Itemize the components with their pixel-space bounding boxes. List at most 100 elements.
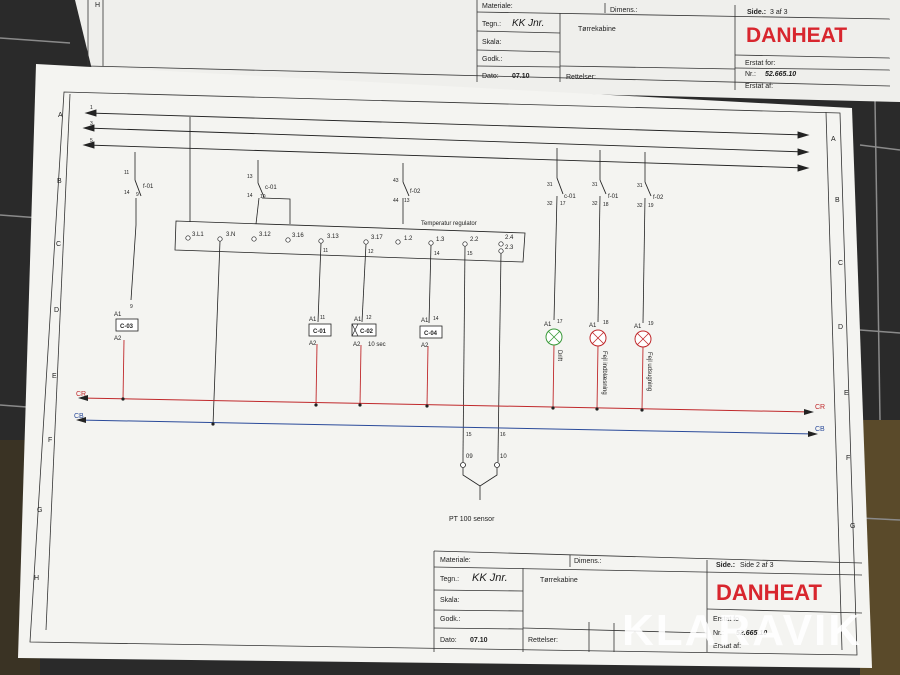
- lamp-contact-bot: 32: [637, 203, 643, 209]
- row-letters-right: A B C D E F G: [831, 136, 855, 530]
- sensor-label: PT 100 sensor: [449, 516, 495, 523]
- contact-name: c-01: [265, 185, 277, 191]
- coil-num: 9: [130, 304, 133, 310]
- feed-wires: [130, 117, 646, 324]
- row-letter-right: B: [835, 197, 840, 204]
- top-erstat-af-label: Erstat af:: [745, 83, 773, 90]
- skala-label: Skala:: [440, 597, 460, 604]
- top-dato-value: 07.10: [512, 73, 530, 80]
- row-letter-right: E: [844, 390, 849, 397]
- dato-value: 07.10: [470, 637, 488, 644]
- main-title-block: Materiale: Dimens.: Side.: Side 2 af 3 T…: [433, 550, 863, 652]
- coil-wires: [212, 240, 502, 456]
- danheat-logo: DANHEAT: [716, 580, 822, 605]
- wire-mesh: [0, 37, 900, 521]
- contact-pin: 9: [136, 192, 139, 198]
- rail-cb-left-label: CB: [74, 413, 84, 420]
- dato-label: Dato:: [440, 637, 457, 644]
- rail-junctions: [121, 397, 644, 426]
- terminal-wire-num: 11: [323, 248, 328, 254]
- rail-cr: CR CR: [76, 391, 825, 415]
- coil-name: C-01: [313, 329, 327, 335]
- terminal-label: 2.2: [470, 237, 479, 243]
- coil-c03: A1 9 C-03 A2: [114, 304, 139, 342]
- row-letter-right: D: [838, 324, 843, 331]
- top-dato-label: Dato:: [482, 73, 499, 80]
- lamp-contact-name: f-01: [608, 194, 619, 200]
- main-sheet: [18, 64, 872, 668]
- switch-contacts: [134, 177, 652, 198]
- rettelser-label: Rettelser:: [528, 637, 558, 644]
- top-project: Tørrekabine: [578, 26, 616, 33]
- top-materiale-label: Materiale:: [482, 3, 513, 10]
- contact-name: f-02: [410, 189, 421, 195]
- row-letter-right: C: [838, 260, 843, 267]
- row-letter-left: H: [34, 575, 39, 582]
- side-label: Side.:: [716, 562, 735, 569]
- contact-top-num: 13: [247, 174, 253, 180]
- erstat-for-label: Erstat fo: [713, 616, 739, 623]
- lamp-num: 19: [648, 321, 654, 327]
- terminal-label: 1.3: [436, 237, 445, 243]
- lamp-caption: Fejl udsugning: [646, 352, 652, 391]
- top-skala-label: Skala:: [482, 39, 502, 46]
- bus-number: 3: [90, 121, 93, 127]
- row-letter-left: B: [57, 178, 62, 185]
- lamp-contact-bot: 32: [547, 201, 553, 207]
- row-letter-left: D: [54, 307, 59, 314]
- coil-bottom: A2: [353, 342, 361, 348]
- coil-top: A1: [354, 317, 362, 323]
- row-letter-left: A: [58, 112, 63, 119]
- terminal-label: 3.17: [371, 235, 383, 241]
- rail-cr-right-label: CR: [815, 404, 825, 411]
- lamp-fejl-udsugning: A1 19 Fejl udsugning: [634, 321, 654, 391]
- nr-value: 52.665.10: [736, 630, 767, 637]
- materiale-label: Materiale:: [440, 557, 471, 564]
- top-nr-value: 52.665.10: [765, 71, 796, 78]
- coil-num: 14: [433, 316, 439, 322]
- row-letter-right: F: [846, 455, 850, 462]
- top-erstat-for-label: Erstat for:: [745, 60, 775, 67]
- contact-bot-num: 14: [124, 190, 130, 196]
- coil-top: A1: [114, 312, 122, 318]
- godk-label: Godk.:: [440, 616, 461, 623]
- bus-number: 5: [90, 138, 93, 144]
- klaravik-watermark: KLARAVIK: [622, 606, 862, 655]
- coil-top: A1: [309, 317, 317, 323]
- terminal-wire-num: 14: [434, 251, 440, 257]
- terminal-label: 3.16: [292, 233, 304, 239]
- row-letter-left: C: [56, 241, 61, 248]
- terminal-wire-num: 12: [368, 249, 374, 255]
- rail-cb: CB CB: [74, 413, 825, 437]
- row-letter-right: A: [831, 136, 836, 143]
- row-letter-left: F: [48, 437, 52, 444]
- rail-cr-left-label: CR: [76, 391, 86, 398]
- coil-name: C-03: [120, 324, 134, 330]
- lamp-contact-top: 31: [637, 183, 643, 189]
- sensor-pin: 09: [466, 454, 473, 460]
- coil-c04: A1 14 C-04 A2: [419, 316, 443, 349]
- top-godk-label: Godk.:: [482, 56, 503, 63]
- lamp-contact-pin: 17: [560, 201, 566, 207]
- top-danheat-logo: DANHEAT: [746, 24, 847, 47]
- top-side-label: Side.:: [747, 9, 766, 16]
- lamp-contact-pin: 19: [648, 203, 654, 209]
- top-sheet: H Materiale: Dimens.: Side.: 3 af 3 Tegn…: [75, 0, 900, 102]
- terminal-label: 3.13: [327, 234, 339, 240]
- contact-bot-num: 44: [393, 198, 399, 204]
- top-side-value: 3 af 3: [770, 9, 788, 16]
- erstat-af-label: Erstat af:: [713, 643, 741, 650]
- lamp-fejl-indblaesning: A1 18 Fejl indblæsning: [589, 320, 609, 395]
- rail-cb-right-label: CB: [815, 426, 825, 433]
- terminal-label: 3.N: [226, 232, 235, 238]
- contact-top-num: 11: [124, 170, 129, 176]
- lamp-label: A1: [589, 323, 597, 329]
- coil-name: C-04: [424, 331, 438, 337]
- top-row-h: H: [95, 2, 100, 9]
- contact-pin: 10: [260, 194, 266, 200]
- coil-bottom: A2: [421, 343, 429, 349]
- coil-num: 11: [320, 315, 325, 321]
- bus-number: 1: [90, 105, 93, 111]
- side-value: Side 2 af 3: [740, 562, 774, 569]
- sensor-pin: 10: [500, 454, 507, 460]
